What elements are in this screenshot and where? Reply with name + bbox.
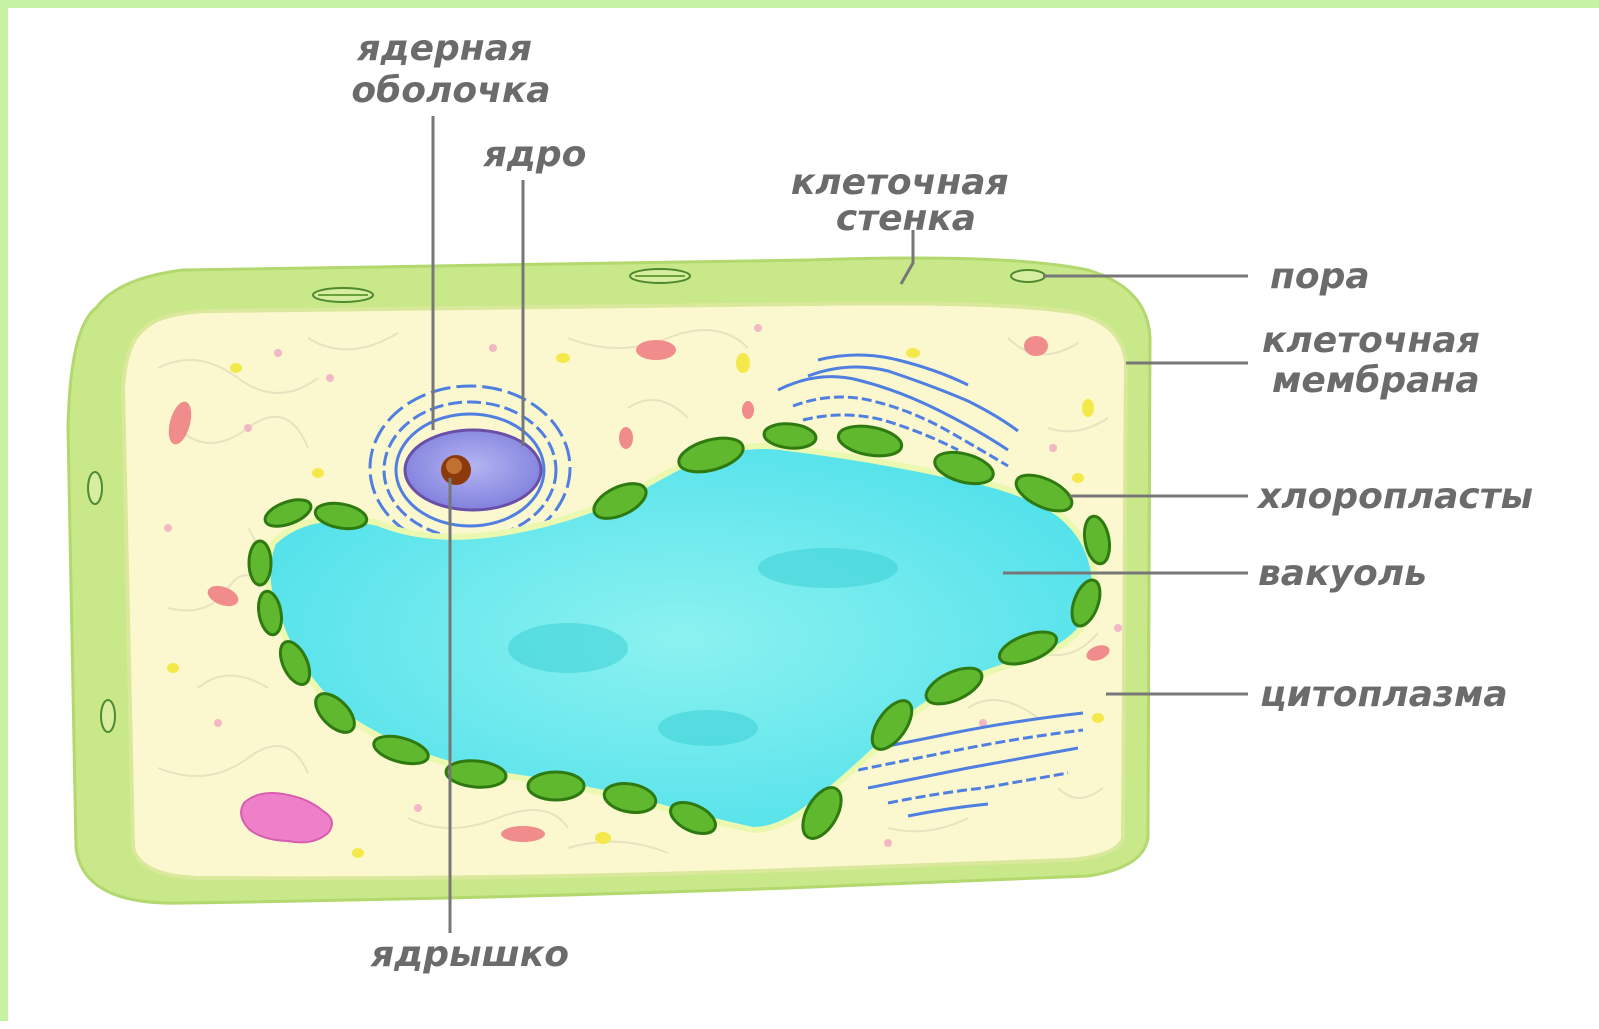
label-cytoplasm: цитоплазма [1260,674,1508,715]
label-chloroplasts: хлоропласты [1256,476,1533,517]
pore-5 [101,700,115,732]
label-vacuole: вакуоль [1258,553,1427,594]
label-cell-wall: клеточная стенка [791,162,1021,239]
label-nucleolus: ядрышко [370,934,569,975]
nucleus [405,430,541,510]
pore-3 [1011,270,1045,282]
label-cell-membrane: клеточная мембрана [1262,320,1492,401]
label-nucleus: ядро [483,134,587,175]
pore-4 [88,472,102,504]
label-pore: пора [1270,256,1370,297]
label-nuclear-envelope: ядерная оболочка [351,28,550,111]
plant-cell-svg: ядерная оболочка ядро клеточная стенка п… [8,8,1599,1029]
